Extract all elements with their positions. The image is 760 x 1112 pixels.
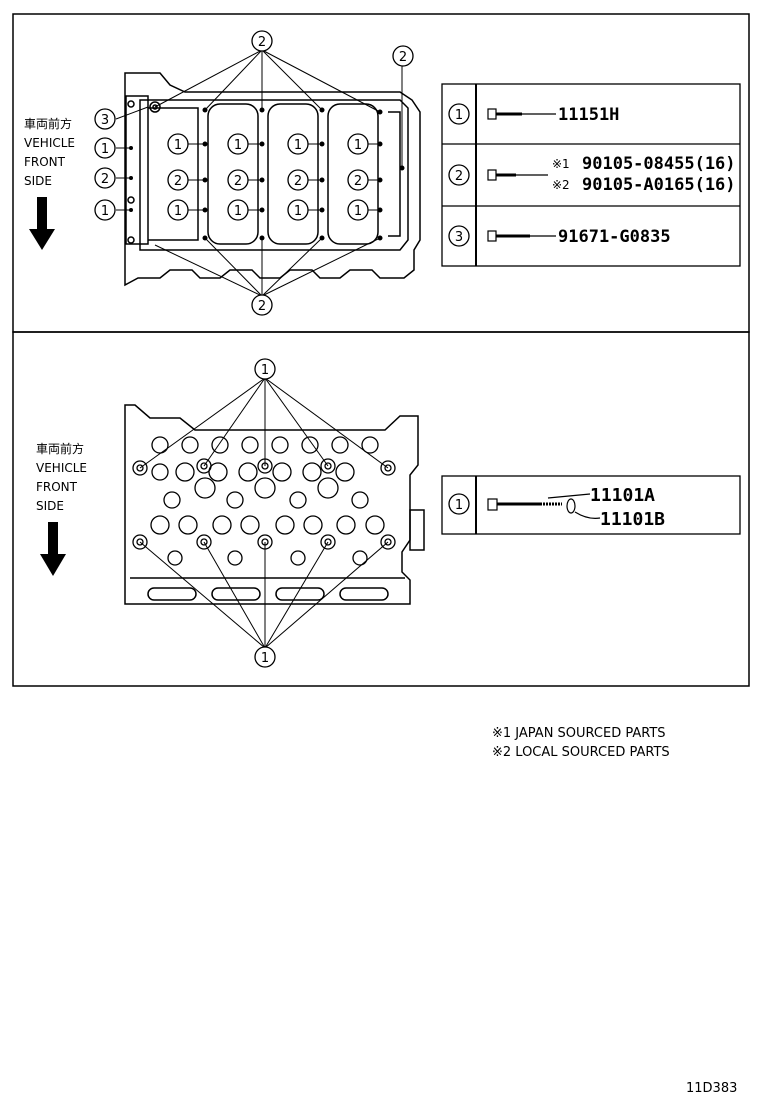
front-label-front: FRONT — [24, 155, 66, 169]
down-arrow-icon — [40, 522, 66, 576]
table-key-2: 2 — [455, 169, 463, 184]
front-label-vehicle: VEHICLE — [24, 136, 75, 150]
top-table-keys: 1 2 3 — [455, 108, 463, 245]
bolt-washer-icon — [487, 493, 601, 519]
bottom-table-key-1: 1 — [455, 498, 463, 513]
mark-2: ※2 — [552, 178, 570, 192]
callout-1-r3c1: 1 — [174, 204, 182, 219]
bottom-ports — [150, 436, 385, 566]
front-label-vehicle-2: VEHICLE — [36, 461, 87, 475]
callout-2-r2c2: 2 — [234, 174, 242, 189]
callout-2-bottom: 2 — [258, 299, 266, 314]
front-label-side: SIDE — [24, 174, 52, 188]
callout-2-top: 2 — [258, 35, 266, 50]
part-number-11101a: 11101A — [590, 485, 655, 506]
top-leader-lines — [115, 49, 403, 297]
top-callouts — [94, 30, 414, 316]
cylinder-head-bottom-view — [124, 404, 425, 605]
front-label-jp: 車両前方 — [24, 116, 72, 131]
vehicle-front-label-bottom: 車両前方 VEHICLE FRONT SIDE — [36, 441, 87, 513]
part-number-japan: 90105-08455(16) — [582, 154, 736, 174]
down-arrow-icon — [29, 197, 55, 250]
callout-2-left: 2 — [101, 172, 109, 187]
callout-1-r1c1: 1 — [174, 138, 182, 153]
part-number-11101b: 11101B — [600, 509, 665, 530]
front-label-side-2: SIDE — [36, 499, 64, 513]
top-callout-numbers: 2 2 2 3 1 2 1 1 1 1 1 2 2 2 2 1 1 1 1 — [101, 35, 407, 314]
callout-1-r3c4: 1 — [354, 204, 362, 219]
callout-1-bottom-bottom: 1 — [261, 651, 269, 666]
callout-1-r3c3: 1 — [294, 204, 302, 219]
callout-2-r2c1: 2 — [174, 174, 182, 189]
bottom-panel-frame — [12, 331, 750, 687]
table-key-1: 1 — [455, 108, 463, 123]
callout-2-r2c4: 2 — [354, 174, 362, 189]
callout-1-left-b: 1 — [101, 204, 109, 219]
table-key-3: 3 — [455, 230, 463, 245]
front-label-front-2: FRONT — [36, 480, 78, 494]
top-parts-table — [441, 83, 741, 267]
callout-3-left: 3 — [101, 113, 109, 128]
callout-1-r3c2: 1 — [234, 204, 242, 219]
callout-1-r1c3: 1 — [294, 138, 302, 153]
callout-1-r1c4: 1 — [354, 138, 362, 153]
note-local-sourced: ※2 LOCAL SOURCED PARTS — [492, 745, 670, 760]
callout-2-right: 2 — [399, 50, 407, 65]
bottom-parts-table — [441, 475, 741, 535]
part-number-11151h: 11151H — [558, 105, 619, 125]
note-japan-sourced: ※1 JAPAN SOURCED PARTS — [492, 726, 666, 741]
callout-2-r2c3: 2 — [294, 174, 302, 189]
mark-1: ※1 — [552, 157, 570, 171]
callout-1-left-a: 1 — [101, 142, 109, 157]
bolt-icon — [487, 108, 556, 242]
part-number-91671: 91671-G0835 — [558, 227, 671, 247]
part-number-local: 90105-A0165(16) — [582, 175, 736, 195]
front-label-jp-2: 車両前方 — [36, 441, 84, 456]
vehicle-front-label-top: 車両前方 VEHICLE FRONT SIDE — [24, 116, 75, 188]
callout-1-r1c2: 1 — [234, 138, 242, 153]
callout-1-bottom-top: 1 — [261, 363, 269, 378]
diagram-code: 11D383 — [686, 1081, 737, 1096]
bottom-callouts — [254, 358, 276, 668]
cylinder-head-top-view — [124, 72, 421, 287]
bottom-bolt-holes — [132, 458, 396, 550]
bottom-leader-lines — [139, 377, 389, 649]
